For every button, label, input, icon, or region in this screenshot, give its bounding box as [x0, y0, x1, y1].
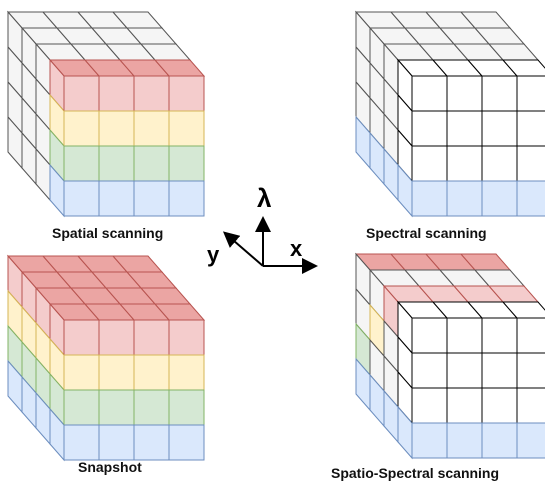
- voxel-front: [98, 354, 135, 391]
- voxel-front: [516, 110, 545, 147]
- voxel-front: [133, 180, 170, 217]
- voxel-front: [168, 145, 205, 182]
- voxel-front: [63, 319, 100, 356]
- voxel-front: [411, 75, 448, 112]
- voxel-front: [446, 387, 483, 424]
- voxel-front: [481, 75, 518, 112]
- spatio-spectral-scanning-cube: [354, 252, 545, 460]
- y-axis-label: y: [207, 242, 220, 267]
- voxel-front: [446, 75, 483, 112]
- voxel-front: [98, 319, 135, 356]
- voxel-front: [516, 422, 545, 459]
- voxel-front: [411, 110, 448, 147]
- voxel-front: [63, 75, 100, 112]
- voxel-front: [516, 75, 545, 112]
- voxel-front: [446, 352, 483, 389]
- voxel-front: [516, 317, 545, 354]
- voxel-front: [133, 75, 170, 112]
- voxel-front: [481, 317, 518, 354]
- voxel-front: [63, 424, 100, 461]
- voxel-front: [516, 145, 545, 182]
- voxel-front: [481, 352, 518, 389]
- voxel-front: [133, 389, 170, 426]
- voxel-front: [411, 317, 448, 354]
- voxel-front: [133, 319, 170, 356]
- voxel-front: [516, 352, 545, 389]
- voxel-front: [98, 424, 135, 461]
- voxel-front: [98, 75, 135, 112]
- spatial-scanning-cube: [6, 10, 206, 218]
- voxel-front: [446, 110, 483, 147]
- spatial-scanning-caption: Spatial scanning: [52, 225, 163, 241]
- voxel-front: [411, 387, 448, 424]
- voxel-front: [133, 110, 170, 147]
- voxel-front: [133, 354, 170, 391]
- voxel-front: [98, 180, 135, 217]
- voxel-front: [481, 110, 518, 147]
- voxel-front: [98, 110, 135, 147]
- voxel-front: [63, 180, 100, 217]
- voxel-front: [63, 110, 100, 147]
- voxel-front: [133, 424, 170, 461]
- spectral-scanning-caption: Spectral scanning: [366, 225, 487, 241]
- voxel-front: [98, 145, 135, 182]
- voxel-front: [168, 389, 205, 426]
- voxel-front: [168, 75, 205, 112]
- voxel-front: [98, 389, 135, 426]
- voxel-front: [63, 145, 100, 182]
- voxel-front: [481, 145, 518, 182]
- voxel-front: [516, 180, 545, 217]
- voxel-front: [411, 180, 448, 217]
- voxel-front: [411, 422, 448, 459]
- voxel-front: [63, 354, 100, 391]
- voxel-front: [481, 180, 518, 217]
- voxel-front: [411, 352, 448, 389]
- voxel-front: [411, 145, 448, 182]
- spatio-spectral-scanning-caption: Spatio-Spectral scanning: [331, 465, 499, 481]
- snapshot-caption: Snapshot: [78, 459, 142, 475]
- voxel-front: [446, 317, 483, 354]
- voxel-front: [133, 145, 170, 182]
- voxel-front: [516, 387, 545, 424]
- voxel-front: [168, 110, 205, 147]
- voxel-front: [168, 319, 205, 356]
- voxel-front: [446, 180, 483, 217]
- voxel-front: [168, 354, 205, 391]
- spectral-scanning-cube: [354, 10, 545, 218]
- y-axis-arrow: [222, 231, 264, 267]
- voxel-front: [446, 422, 483, 459]
- voxel-front: [168, 180, 205, 217]
- voxel-front: [168, 424, 205, 461]
- x-axis-label: x: [290, 236, 303, 261]
- snapshot-cube: [6, 254, 206, 462]
- voxel-front: [446, 145, 483, 182]
- voxel-front: [63, 389, 100, 426]
- voxel-front: [481, 422, 518, 459]
- axis-glyph: λ y x: [207, 183, 318, 274]
- voxel-front: [481, 387, 518, 424]
- lambda-axis-label: λ: [257, 183, 272, 213]
